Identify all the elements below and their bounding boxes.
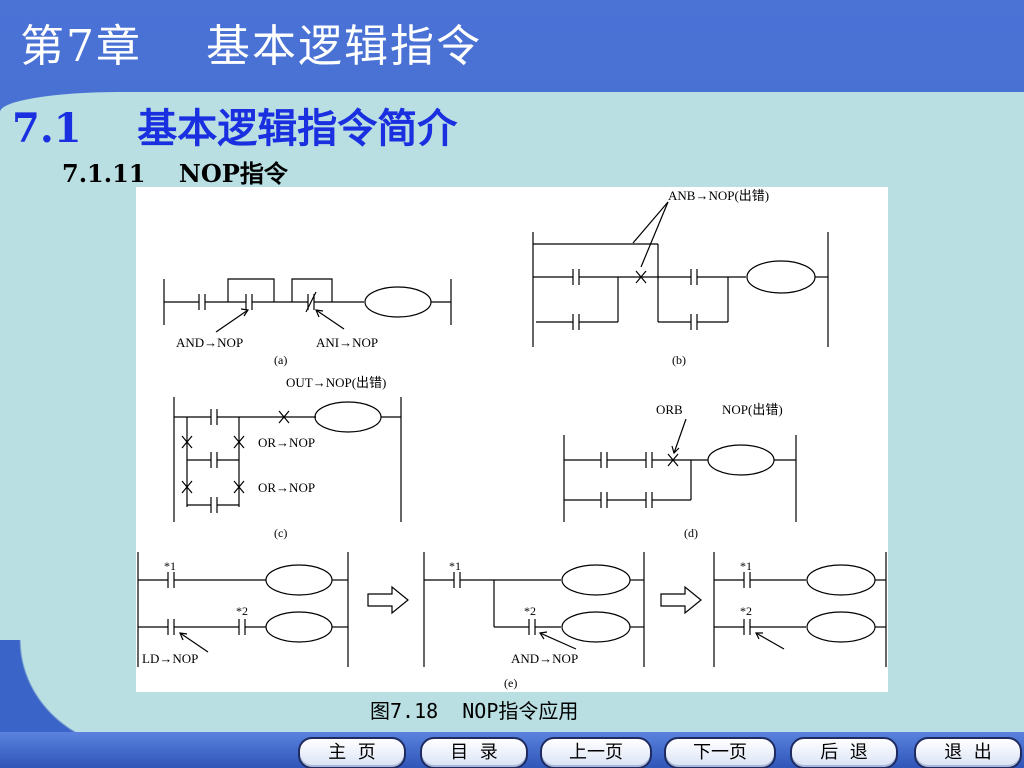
panel-a-tag: (a) (274, 353, 287, 367)
label-orb: ORB (656, 402, 683, 417)
chapter-title: 第7章 基本逻辑指令 (20, 21, 482, 72)
panel-d: ORB NOP(出错) (d) (563, 402, 797, 540)
label-and-nop: AND→NOP (176, 335, 243, 350)
panel-e-tag: (e) (504, 676, 517, 690)
figure-caption: 图7.18 NOP指令应用 (370, 699, 579, 723)
next-page-button[interactable]: 下一页 (664, 737, 776, 768)
subsection-title: 7.1.11 NOP指令 (62, 159, 288, 188)
label-nop-error: NOP(出错) (722, 402, 783, 417)
star-1-left: *1 (164, 559, 176, 573)
label-or-nop-1: OR→NOP (258, 435, 315, 450)
label-or-nop-2: OR→NOP (258, 480, 315, 495)
ladder-diagram-figure: AND→NOP ANI→NOP (a) (136, 187, 888, 692)
home-button[interactable]: 主 页 (298, 737, 406, 768)
panel-a: AND→NOP ANI→NOP (a) (163, 278, 452, 367)
panel-d-tag: (d) (684, 526, 698, 540)
panel-b: ANB→NOP(出错) (b) (532, 188, 829, 367)
star-2-right: *2 (740, 604, 752, 618)
exit-button[interactable]: 退 出 (914, 737, 1022, 768)
section-title: 7.1 基本逻辑指令简介 (12, 105, 458, 152)
label-out-nop: OUT→NOP(出错) (286, 375, 386, 390)
star-1-right: *1 (740, 559, 752, 573)
contents-button[interactable]: 目 录 (420, 737, 528, 768)
panel-c-tag: (c) (274, 526, 287, 540)
prev-page-button[interactable]: 上一页 (540, 737, 652, 768)
label-ani-nop: ANI→NOP (316, 335, 378, 350)
panel-b-tag: (b) (672, 353, 686, 367)
label-ld-nop: LD→NOP (142, 651, 198, 666)
panel-e: *1 *2 LD→NOP (137, 552, 887, 690)
label-anb-nop: ANB→NOP(出错) (668, 188, 769, 203)
label-and-nop-e: AND→NOP (511, 651, 578, 666)
star-2-left: *2 (236, 604, 248, 618)
panel-c: OUT→NOP(出错) OR→NOP OR→NOP (c) (173, 375, 402, 540)
back-button[interactable]: 后 退 (790, 737, 898, 768)
star-2-middle: *2 (524, 604, 536, 618)
star-1-middle: *1 (449, 559, 461, 573)
